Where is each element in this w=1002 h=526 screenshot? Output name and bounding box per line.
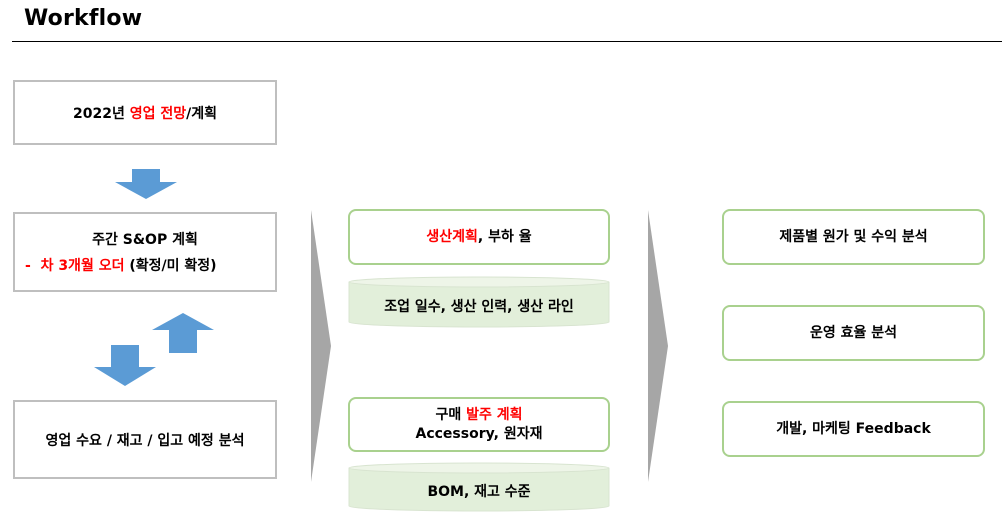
chevron-right-icon — [311, 210, 331, 482]
weekly-sop-box: 주간 S&OP 계획 - 차 3개월 오더 (확정/미 확정) — [13, 212, 277, 292]
demand-inventory-label: 영업 수요 / 재고 / 입고 예정 분석 — [45, 432, 245, 449]
production-plan-label: 생산계획, 부하 율 — [426, 228, 532, 245]
production-basis-label: 조업 일수, 생산 인력, 생산 라인 — [384, 299, 574, 315]
cost-profit-analysis-label: 제품별 원가 및 수익 분석 — [779, 228, 928, 245]
title-divider — [12, 41, 1002, 42]
purchase-basis-cylinder: BOM, 재고 수준 — [348, 462, 610, 512]
operation-efficiency-label: 운영 효율 분석 — [809, 324, 898, 341]
purchase-order-label: 구매 발주 계획 — [435, 406, 523, 423]
purchase-order-box: 구매 발주 계획 Accessory, 원자재 — [348, 397, 610, 452]
operation-efficiency-box: 운영 효율 분석 — [722, 305, 985, 361]
page-title: Workflow — [24, 6, 143, 31]
purchase-basis-label: BOM, 재고 수준 — [427, 484, 531, 500]
down-arrow-icon — [94, 345, 156, 386]
dev-marketing-feedback-label: 개발, 마케팅 Feedback — [776, 420, 931, 437]
sales-forecast-label: 2022년 영업 전망/계획 — [72, 105, 217, 122]
chevron-right-icon — [648, 210, 668, 482]
production-basis-cylinder: 조업 일수, 생산 인력, 생산 라인 — [348, 276, 610, 328]
demand-inventory-box: 영업 수요 / 재고 / 입고 예정 분석 — [13, 400, 277, 479]
sales-forecast-box: 2022년 영업 전망/계획 — [13, 80, 277, 145]
up-arrow-icon — [152, 313, 214, 353]
purchase-materials-label: Accessory, 원자재 — [415, 425, 543, 442]
production-plan-box: 생산계획, 부하 율 — [348, 209, 610, 265]
weekly-sop-title: 주간 S&OP 계획 — [92, 232, 198, 248]
down-arrow-icon — [115, 169, 177, 199]
cost-profit-analysis-box: 제품별 원가 및 수익 분석 — [722, 209, 985, 265]
weekly-sop-detail: - 차 3개월 오더 (확정/미 확정) — [25, 258, 217, 274]
dev-marketing-feedback-box: 개발, 마케팅 Feedback — [722, 401, 985, 457]
